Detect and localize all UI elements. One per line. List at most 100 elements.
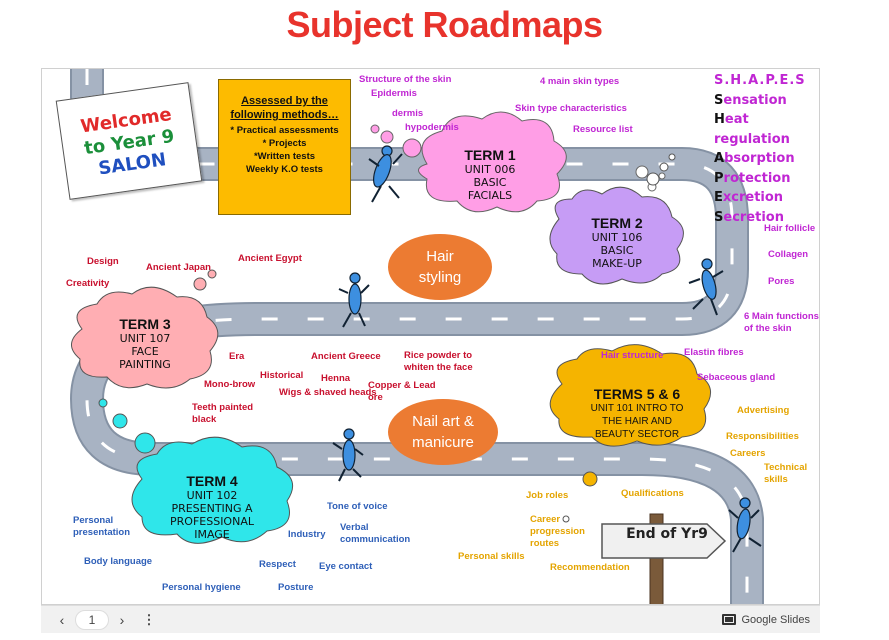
term2-line: MAKE-UP — [592, 257, 642, 270]
label-rice-powder: Rice powder to whiten the face — [404, 350, 473, 373]
label-qualifications: Qualifications — [621, 488, 684, 499]
shapes-item: Heat regulation — [714, 112, 790, 147]
label-collagen: Collagen — [768, 249, 809, 260]
term3-label: TERM 3 UNIT 107 FACE PAINTING — [90, 316, 200, 371]
page-number-input[interactable]: 1 — [75, 609, 109, 630]
label-personal-presentation: Personal presentation — [73, 515, 131, 538]
hair-styling-oval: Hair styling — [388, 234, 492, 300]
label-ancient-japan: Ancient Japan — [146, 262, 211, 273]
label-ancient-greece: Ancient Greece — [311, 351, 381, 362]
label-responsibilities: Responsibilities — [726, 431, 799, 442]
label-posture: Posture — [278, 582, 314, 593]
slide-canvas: Welcome to Year 9 SALON Assessed by the … — [41, 68, 820, 605]
label-personal-hygiene: Personal hygiene — [162, 582, 241, 593]
term1-line: BASIC — [473, 176, 507, 189]
label-dermis: dermis — [392, 108, 424, 119]
term2-unit: UNIT 106 — [591, 231, 643, 244]
assessment-item: *Written tests — [253, 151, 316, 162]
end-of-year-sign: End of Yr9 — [626, 526, 708, 542]
term4-line: PROFESSIONAL — [170, 515, 254, 528]
term3-unit: UNIT 107 — [119, 332, 171, 345]
assessment-item: Weekly K.O tests — [246, 164, 323, 175]
term2-label: TERM 2 UNIT 106 BASIC MAKE-UP — [567, 215, 667, 270]
label-skin-types: 4 main skin types — [540, 76, 620, 87]
term4-title: TERM 4 — [186, 473, 238, 489]
label-resource-list: Resource list — [573, 124, 633, 135]
page-title: Subject Roadmaps — [286, 4, 603, 45]
welcome-card: Welcome to Year 9 SALON — [55, 82, 203, 200]
label-historical: Historical — [260, 370, 304, 381]
term56-label: TERMS 5 & 6 UNIT 101 INTRO TO THE HAIR A… — [577, 386, 697, 441]
label-personal-skills: Personal skills — [458, 551, 525, 562]
term2-title: TERM 2 — [591, 215, 643, 231]
label-epidermis: Epidermis — [371, 88, 417, 99]
chevron-left-icon[interactable]: ‹ — [59, 611, 65, 628]
label-tone-of-voice: Tone of voice — [327, 501, 388, 512]
label-ancient-egypt: Ancient Egypt — [238, 253, 302, 264]
label-verbal-communication: Verbal communication — [340, 522, 411, 545]
nail-art-oval: Nail art & manicure — [388, 399, 498, 465]
term56-unit: UNIT 101 INTRO TO — [590, 403, 684, 414]
label-sebaceous-gland: Sebaceous gland — [697, 372, 776, 383]
google-slides-link[interactable]: Google Slides — [721, 613, 811, 626]
term1-unit: UNIT 006 — [464, 163, 516, 176]
term56-title: TERMS 5 & 6 — [593, 386, 681, 402]
term56-line: BEAUTY SECTOR — [594, 429, 680, 440]
assessment-heading: Assessed by the following methods… — [230, 95, 339, 121]
shapes-item: Protection — [714, 170, 791, 186]
label-mono-brow: Mono-brow — [204, 379, 256, 390]
label-eye-contact: Eye contact — [319, 561, 373, 572]
label-advertising: Advertising — [737, 405, 790, 416]
term2-line: BASIC — [600, 244, 634, 257]
shapes-item: Absorption — [714, 151, 795, 166]
label-respect: Respect — [259, 559, 296, 570]
running-figure-icon — [332, 145, 762, 553]
label-henna: Henna — [321, 373, 351, 384]
label-hair-structure: Hair structure — [601, 350, 664, 361]
oval-line: Nail art & — [412, 413, 474, 430]
label-hair-follicle: Hair follicle — [764, 223, 816, 234]
term2-cloud — [549, 186, 684, 285]
label-pores: Pores — [768, 276, 795, 287]
assessment-item: * Practical assessments — [230, 125, 339, 136]
brand-label: Google Slides — [741, 613, 811, 626]
shapes-item: Excretion — [714, 190, 784, 205]
term3-line: FACE — [131, 345, 159, 358]
label-teeth-painted: Teeth painted black — [192, 402, 254, 425]
label-skin-structure: Structure of the skin — [359, 74, 452, 85]
term56-line: THE HAIR AND — [601, 416, 672, 427]
shapes-item: Secretion — [714, 209, 784, 225]
label-era: Era — [229, 351, 245, 362]
slides-toolbar: ‹ 1 › ⋮ Google Slides — [41, 605, 820, 633]
road-illustration — [70, 69, 764, 604]
shapes-item: Sensation — [714, 92, 787, 108]
label-career-progression: Career progression routes — [530, 514, 585, 549]
label-technical-skills: Technical skills — [764, 462, 808, 485]
term3-line: PAINTING — [119, 358, 171, 371]
label-job-roles: Job roles — [526, 490, 569, 501]
label-elastin-fibres: Elastin fibres — [684, 347, 744, 358]
label-industry: Industry — [288, 529, 326, 540]
term4-line: PRESENTING A — [171, 502, 253, 515]
term3-cloud — [71, 269, 219, 389]
term4-cloud — [131, 436, 294, 544]
assessment-methods-box: Assessed by the following methods… * Pra… — [218, 79, 351, 215]
oval-line: manicure — [412, 434, 474, 451]
label-creativity: Creativity — [66, 278, 110, 289]
label-careers: Careers — [730, 448, 766, 459]
label-wigs: Wigs & shaved heads — [279, 387, 377, 398]
term1-title: TERM 1 — [464, 147, 516, 163]
more-vert-icon[interactable]: ⋮ — [142, 611, 156, 627]
google-slides-icon — [721, 614, 736, 625]
shapes-title: S.H.A.P.E.S — [714, 73, 806, 88]
chevron-right-icon[interactable]: › — [119, 611, 125, 628]
term1-cloud — [418, 111, 666, 213]
label-recommendation: Recommendation — [550, 562, 630, 573]
end-signpost — [601, 513, 727, 604]
label-six-main-functions: 6 Main functions of the skin — [744, 311, 819, 334]
shapes-list: S.H.A.P.E.S Sensation Heat regulation Ab… — [714, 71, 819, 227]
term3-title: TERM 3 — [119, 316, 171, 332]
term4-unit: UNIT 102 — [186, 489, 238, 502]
assessment-item: * Projects — [262, 138, 307, 149]
label-hypodermis: hypodermis — [405, 122, 459, 133]
